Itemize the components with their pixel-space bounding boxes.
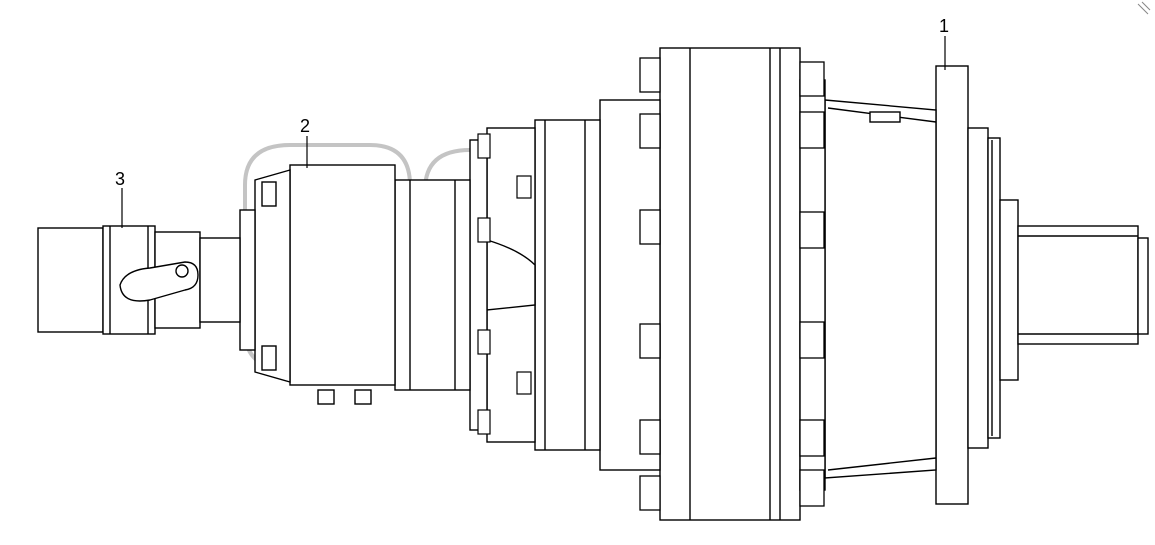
output-flange — [935, 65, 1149, 505]
callout-3: 3 — [115, 169, 125, 189]
tapered-housing — [824, 99, 937, 479]
main-flange — [599, 47, 826, 521]
callout-2: 2 — [300, 116, 310, 136]
callout-1: 1 — [939, 16, 949, 36]
stage-bolts — [477, 133, 532, 435]
flange-bolts-left — [639, 57, 661, 511]
motor-housing — [239, 164, 396, 405]
stage-housing — [394, 119, 601, 451]
flange-bolts-right — [799, 61, 825, 507]
callout-leaders — [121, 36, 946, 228]
input-coupling — [37, 225, 241, 335]
corner-mark-icon — [1137, 1, 1151, 15]
